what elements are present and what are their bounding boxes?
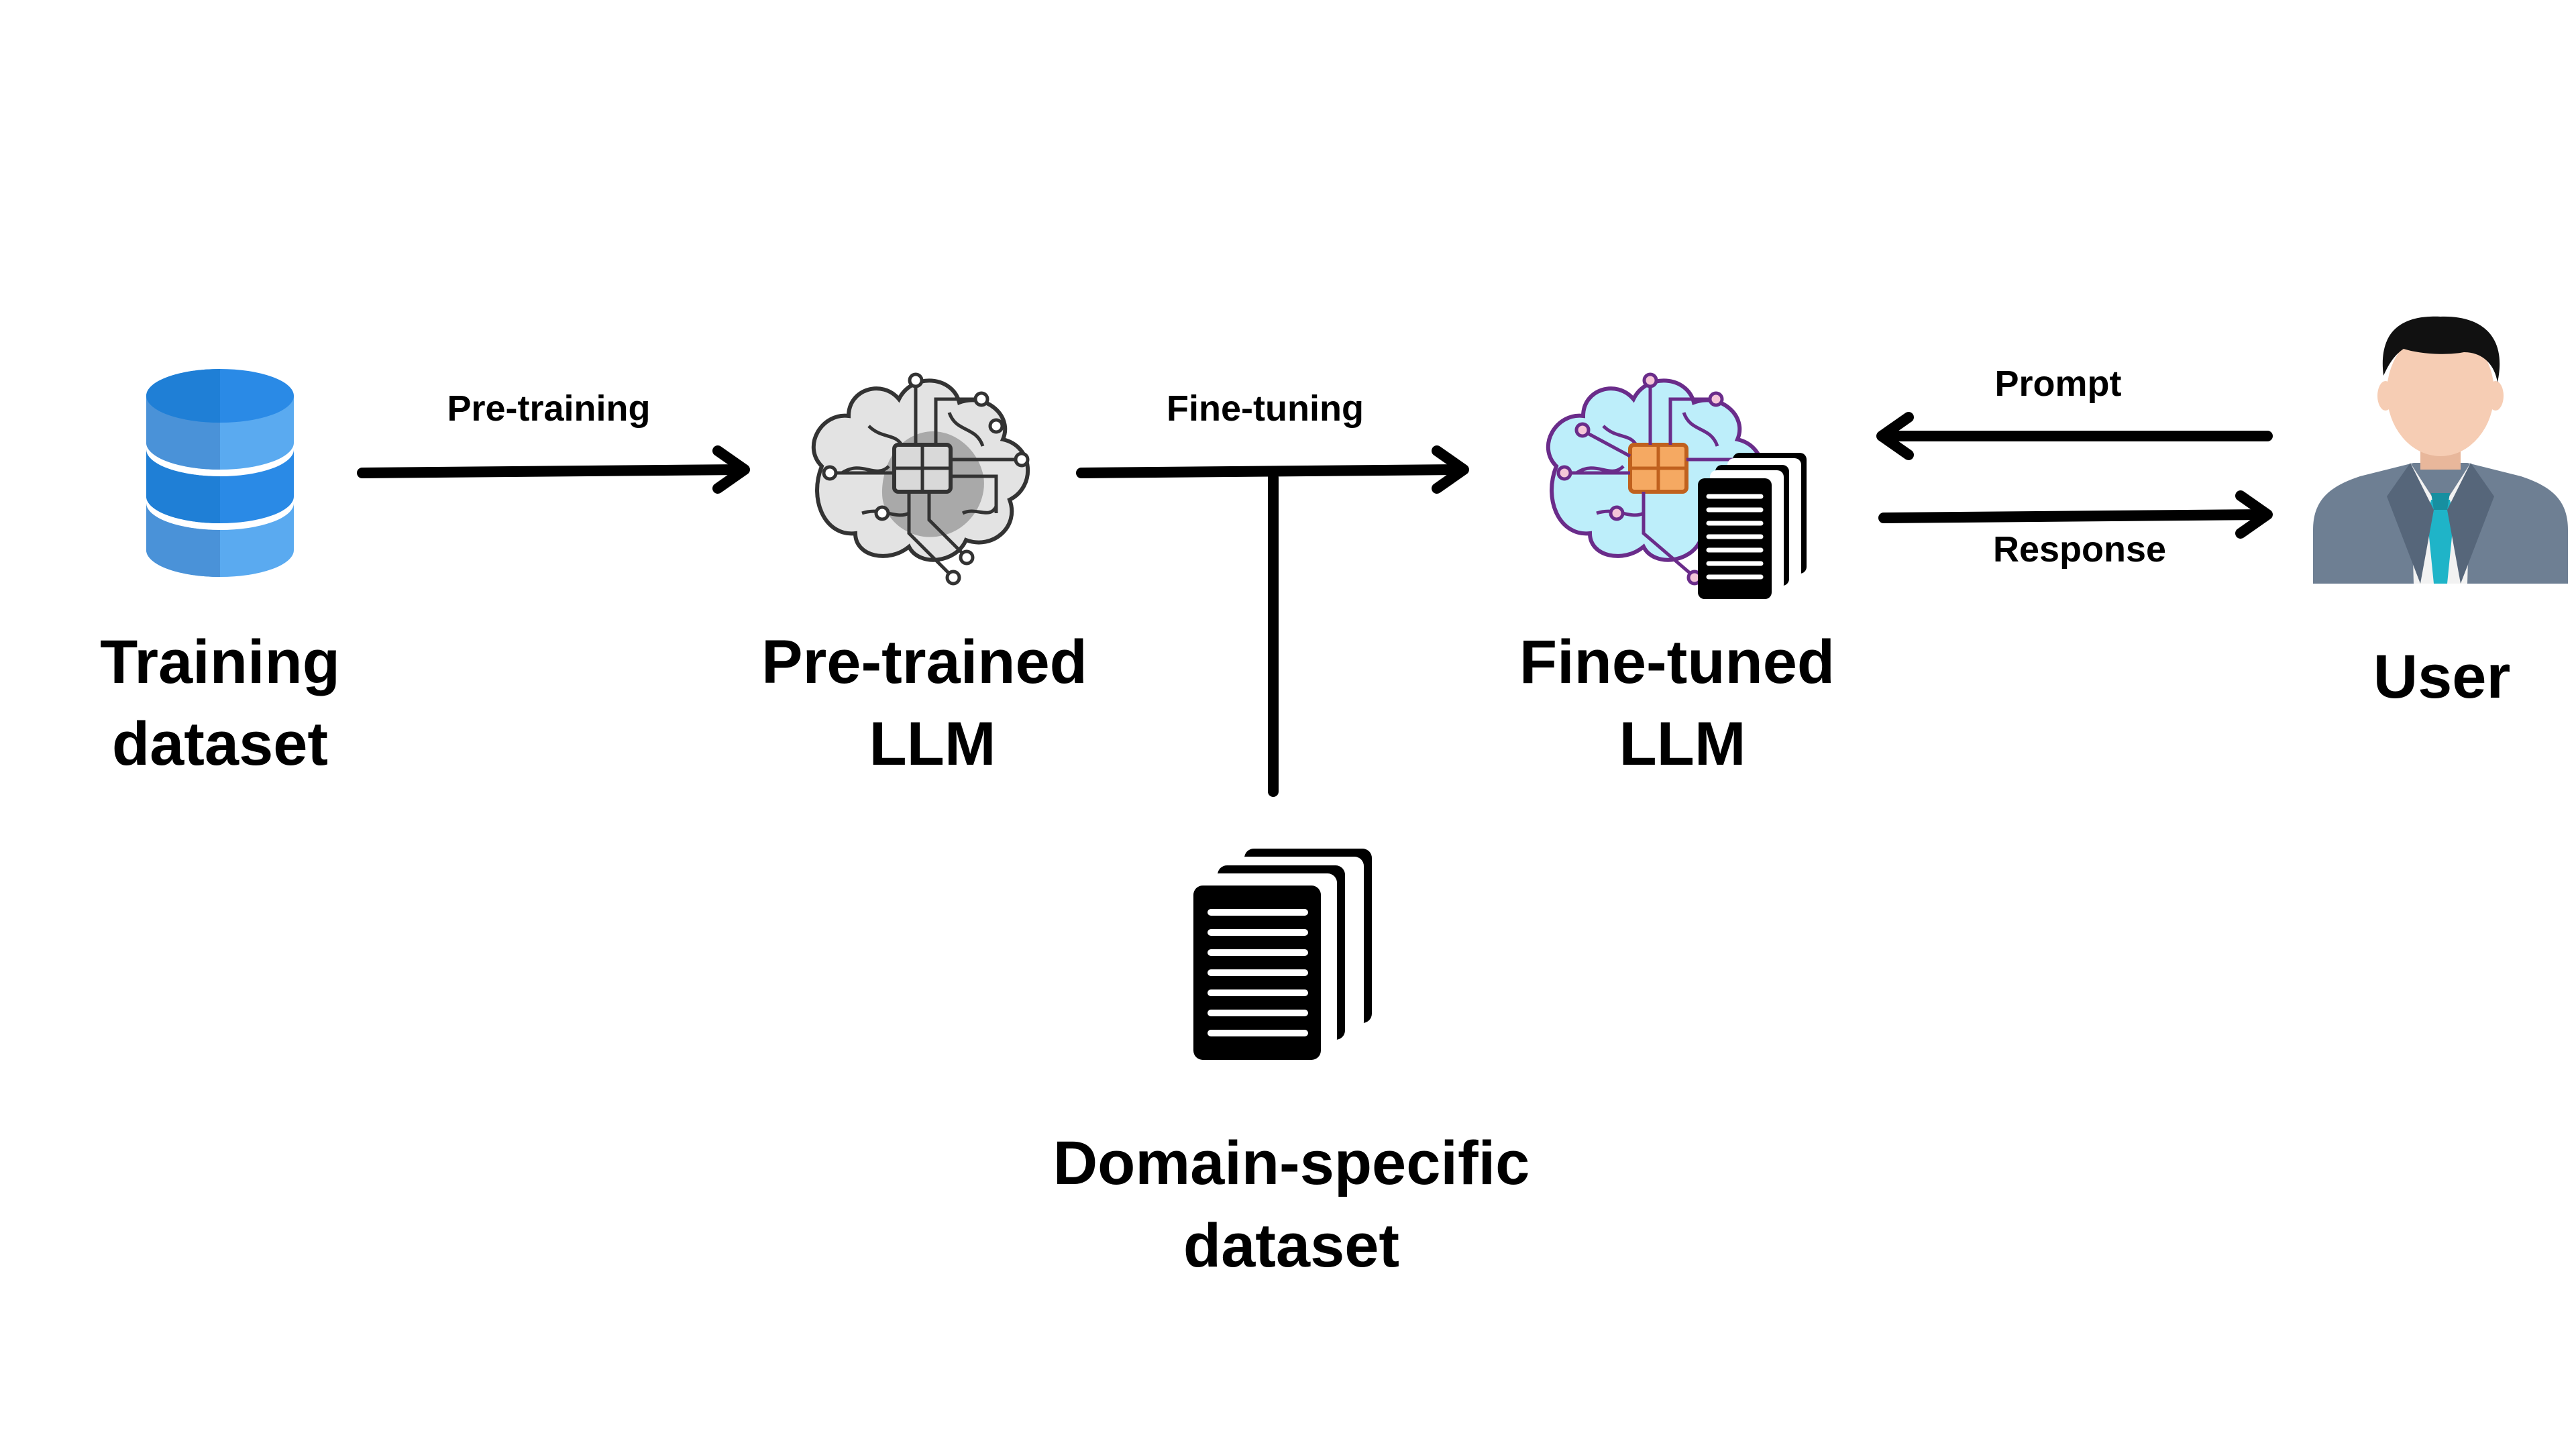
finetuned-llm-label-line2: LLM [1619, 710, 1746, 778]
domain-dataset-label-line1: Domain-specific [1053, 1129, 1530, 1197]
finetuning-label: Fine-tuning [1167, 388, 1364, 429]
prompt-label: Prompt [1995, 364, 2122, 404]
brain-circuit-documents-icon [1546, 372, 1807, 599]
training-dataset-label-line2: dataset [112, 710, 328, 778]
finetuned-llm-label-line1: Fine-tuned [1519, 628, 1835, 696]
user-label: User [2373, 643, 2511, 711]
database-icon [146, 369, 294, 577]
documents-icon [1193, 849, 1372, 1060]
pretrained-llm-label-line1: Pre-trained [761, 628, 1087, 696]
response-label: Response [1993, 529, 2166, 570]
response-arrow [1878, 490, 2273, 539]
prompt-arrow [1876, 412, 2273, 460]
finetuning-arrow [1076, 445, 1469, 494]
pretraining-arrow [357, 445, 750, 494]
domain-dataset-label-line2: dataset [1183, 1212, 1399, 1280]
pretrained-llm-label-line2: LLM [869, 710, 996, 778]
pretraining-label: Pre-training [447, 388, 650, 429]
user-avatar-icon [2313, 316, 2568, 584]
training-dataset-label-line1: Training [100, 628, 340, 696]
brain-circuit-icon [811, 372, 1030, 586]
